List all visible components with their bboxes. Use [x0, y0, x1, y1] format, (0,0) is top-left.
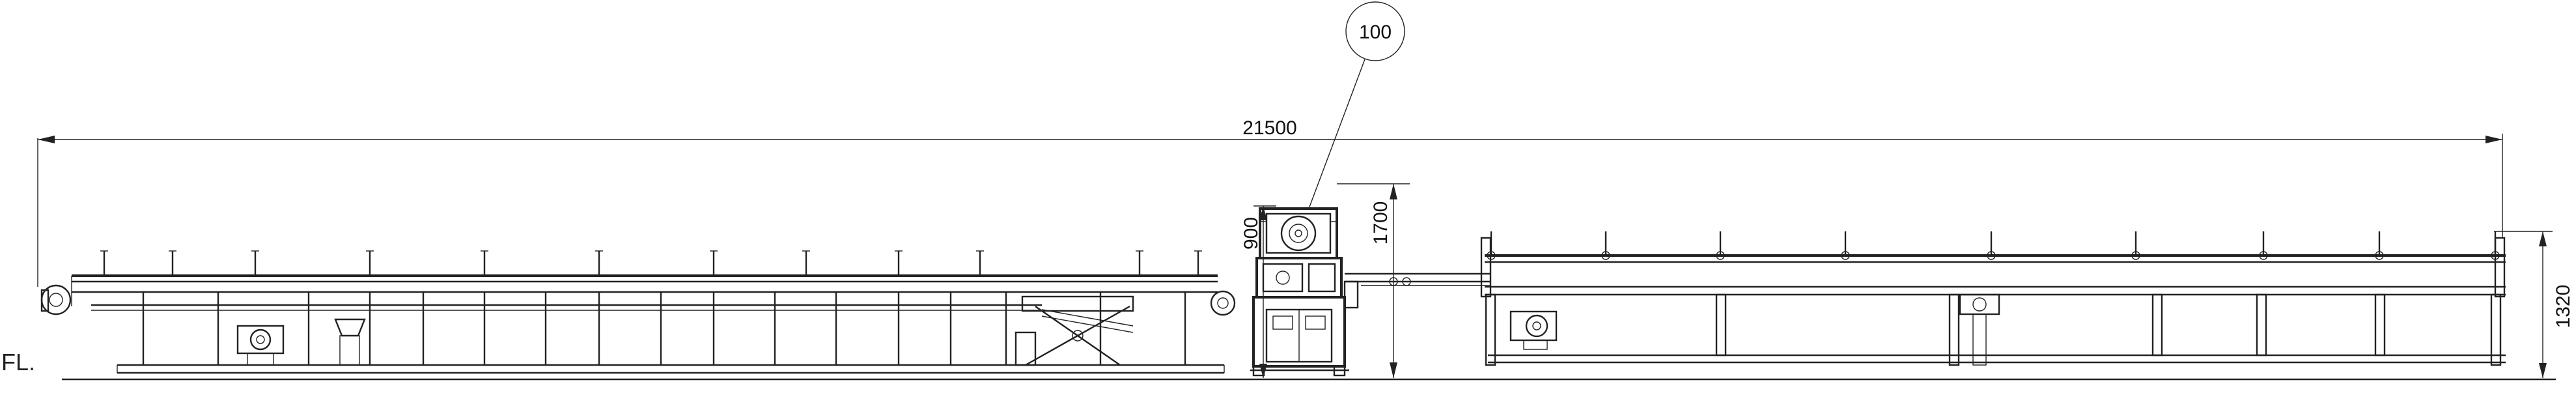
outfeed-pins	[1487, 231, 2500, 260]
infeed-conveyor	[40, 274, 1236, 374]
floor-label: FL.	[1, 349, 35, 375]
machine-height-label: 1700	[1370, 201, 1392, 245]
part-balloon	[1308, 1, 1405, 209]
outfeed-legs	[1485, 293, 2502, 366]
outfeed-height-dimension	[2494, 231, 2553, 378]
infeed-pins	[100, 250, 1202, 276]
outfeed-height-label: 1320	[2553, 285, 2574, 329]
outfeed-gearbox	[1959, 293, 2000, 366]
infeed-legs	[142, 292, 1186, 365]
head-height-label: 900	[1240, 217, 1262, 250]
infeed-drive-motor	[236, 325, 285, 366]
part-balloon-label: 100	[1359, 22, 1392, 43]
main-machine	[1250, 207, 1349, 377]
tilt-mechanism	[1015, 295, 1134, 366]
outfeed-drive-motor	[1509, 310, 1558, 350]
transfer-conveyor	[1343, 272, 1491, 309]
outfeed-table	[1480, 237, 2506, 364]
overall-dimension	[37, 134, 2503, 287]
infeed-hopper	[334, 318, 366, 366]
overall-length-label: 21500	[1242, 117, 1296, 139]
